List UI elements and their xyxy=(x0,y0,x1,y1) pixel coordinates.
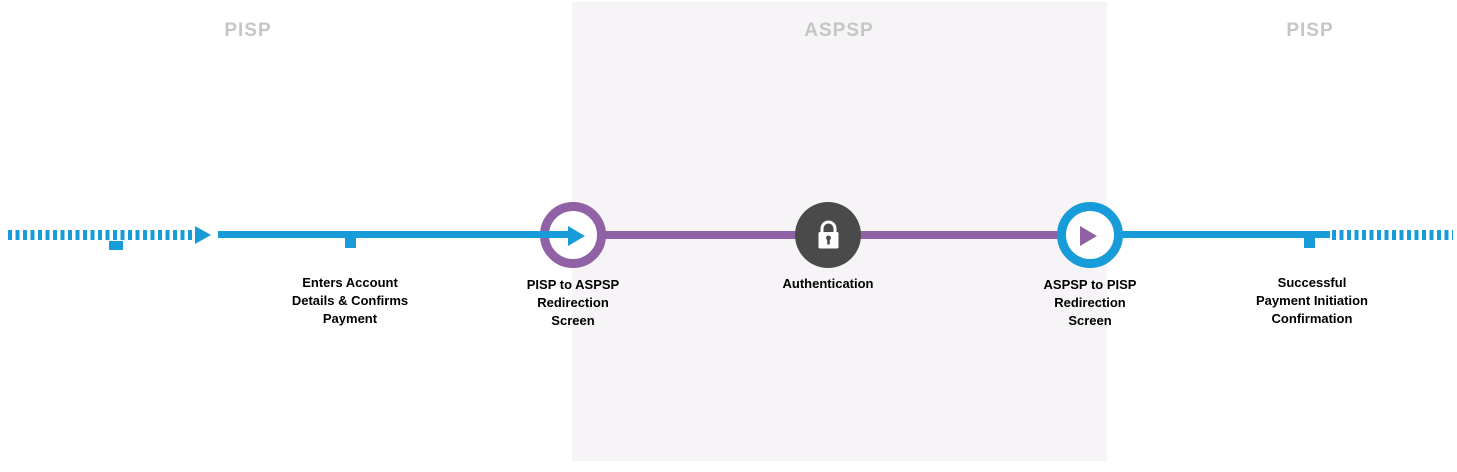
arrowhead-right-icon xyxy=(195,226,211,244)
timeline-blue-segment-left xyxy=(218,231,570,238)
arrowhead-right-icon xyxy=(1080,226,1097,246)
timeline-hatched-segment-left xyxy=(8,230,194,240)
timeline-hatched-segment-right xyxy=(1332,230,1453,240)
step-label-aspsp-to-pisp-redirection: ASPSP to PISP Redirection Screen xyxy=(1043,277,1137,328)
timeline-marker-square xyxy=(109,241,123,250)
lane-header-pisp-right: PISP xyxy=(1286,20,1334,41)
lock-icon xyxy=(818,220,838,248)
lane-header-pisp-left: PISP xyxy=(224,20,272,41)
timeline-tick-enters-details xyxy=(345,231,356,248)
timeline-tick-confirmation xyxy=(1304,231,1315,248)
arrowhead-right-icon xyxy=(568,226,585,246)
lane-header-aspsp: ASPSP xyxy=(804,20,874,41)
step-label-pisp-to-aspsp-redirection: PISP to ASPSP Redirection Screen xyxy=(526,277,620,328)
step-label-successful-payment-initiation: Successful Payment Initiation Confirmati… xyxy=(1256,275,1368,326)
step-label-enters-account-details: Enters Account Details & Confirms Paymen… xyxy=(291,275,409,326)
authentication-node xyxy=(795,202,861,268)
step-label-authentication: Authentication xyxy=(782,276,874,291)
timeline-blue-segment-right xyxy=(1119,231,1330,238)
